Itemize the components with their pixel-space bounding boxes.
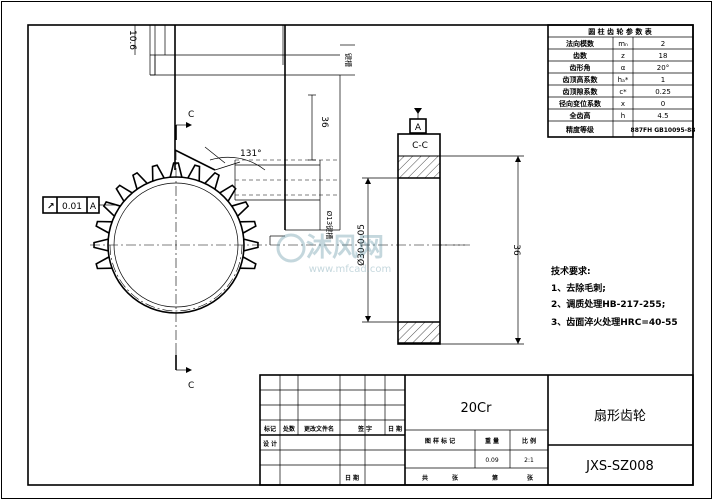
scale-value: 2:1 [524,457,534,464]
gear-parameter-table: 圆 柱 齿 轮 参 数 表 法向模数 mₙ 2 齿数 z 18 齿形角 α 20… [547,24,696,138]
tech-item: 1、去除毛刺; [551,282,606,294]
material-text: 20Cr [461,401,493,416]
rev-header: 日 期 [388,425,402,433]
tech-item: 2、调质处理HB-217-255; [551,298,665,310]
gear-tooth [95,220,113,234]
section-hatch-top [397,155,441,179]
dim-top-width: 10.6 [127,30,137,50]
section-hatch-bottom [397,321,441,345]
part-name: 扇形齿轮 [594,408,646,424]
sheet-info: 第 [491,474,498,482]
stage-header: 比 例 [522,437,536,445]
section-cut-top-label: C [188,110,194,120]
rev-header: 更改文件名 [304,425,334,433]
watermark-url: www.mfcad.com [309,264,392,275]
param-value: 4.5 [657,112,668,120]
param-value: 18 [659,52,668,60]
param-symbol: z [621,52,625,60]
param-name: 精度等级 [566,125,595,134]
gear-tooth [204,171,220,190]
param-symbol: hₐ* [618,76,629,84]
sheet-info: 张 [452,474,459,482]
stage-header: 图 样 标 记 [425,437,455,445]
param-name: 齿顶高系数 [563,75,599,84]
dim-keyway: 键槽 [344,53,353,67]
front-view-dimensions: 10.6 键槽 36 Ø13键槽 ↗ 0.01 A [42,30,355,239]
param-value: 0.25 [655,88,671,96]
param-value: 887FH GB10095-88 [631,127,696,134]
param-symbol: c* [619,88,627,96]
watermark: 沐风网 www.mfcad.com [276,233,392,275]
gear-tooth [132,171,148,190]
drawing-number: JXS-SZ008 [585,459,654,474]
sheet-info: 张 [527,474,534,482]
rev-header: 标记 [263,425,276,433]
param-name: 齿数 [573,51,588,60]
gear-tooth [95,256,113,270]
rev-header: 签 字 [357,425,372,433]
gear-tooth [239,256,257,270]
param-value: 2 [661,40,665,48]
param-name: 径向变位系数 [559,99,602,108]
gear-tooth [219,184,237,202]
sheet-info: 共 [422,474,428,482]
tech-title: 技术要求: [551,265,591,277]
param-value: 1 [661,76,665,84]
gear-tooth [115,184,133,202]
runout-symbol: ↗ [47,202,55,212]
param-symbol: mₙ [618,40,628,48]
gear-section-view: A C-C Ø30-0.05 36 [356,108,524,345]
datum-a-label: A [415,123,422,133]
tech-item: 3、齿面淬火处理HRC=40-55 [551,316,678,328]
gear-front-view: C C 131° [90,25,470,391]
watermark-logo-icon [276,233,306,263]
watermark-brand: 沐风网 [306,233,384,263]
gear-tooth [239,220,257,234]
section-cut-bottom-label: C [188,381,194,391]
stage-header: 重 量 [485,437,499,445]
param-symbol: h [621,112,625,120]
gear-tooth [102,201,121,217]
dim-face-36: 36 [511,244,521,256]
gear-tooth [231,201,250,217]
rev-header: 处数 [282,425,296,433]
gear-tooth [187,164,201,182]
gear-tooth [151,164,165,182]
param-symbol: α [621,64,626,72]
dim-hub-diameter: Ø30-0.05 [356,224,367,266]
dim-bore-keyway: Ø13键槽 [325,211,334,239]
tolerance-datum: A [90,202,97,212]
param-value: 0 [661,100,665,108]
param-name: 法向模数 [566,39,595,48]
title-block: 标记 处数 更改文件名 签 字 日 期 设 计 日 期 20Cr 图 样 标 记… [259,374,694,486]
params-table-title: 圆 柱 齿 轮 参 数 表 [588,27,653,36]
technical-requirements: 技术要求: 1、去除毛刺; 2、调质处理HB-217-255; 3、齿面淬火处理… [551,265,678,328]
param-name: 齿形角 [570,63,591,72]
param-name: 全齿高 [569,111,591,120]
dim-height-36: 36 [319,116,329,128]
date-label: 日 期 [345,474,359,482]
designer-label: 设 计 [263,440,277,448]
section-view-label: C-C [412,141,428,151]
tolerance-value: 0.01 [62,202,82,212]
weight-value: 0.09 [485,457,499,464]
param-value: 20° [657,64,669,72]
param-symbol: x [621,100,625,108]
param-name: 齿顶隙系数 [563,87,599,96]
angle-dimension: 131° [240,149,262,159]
